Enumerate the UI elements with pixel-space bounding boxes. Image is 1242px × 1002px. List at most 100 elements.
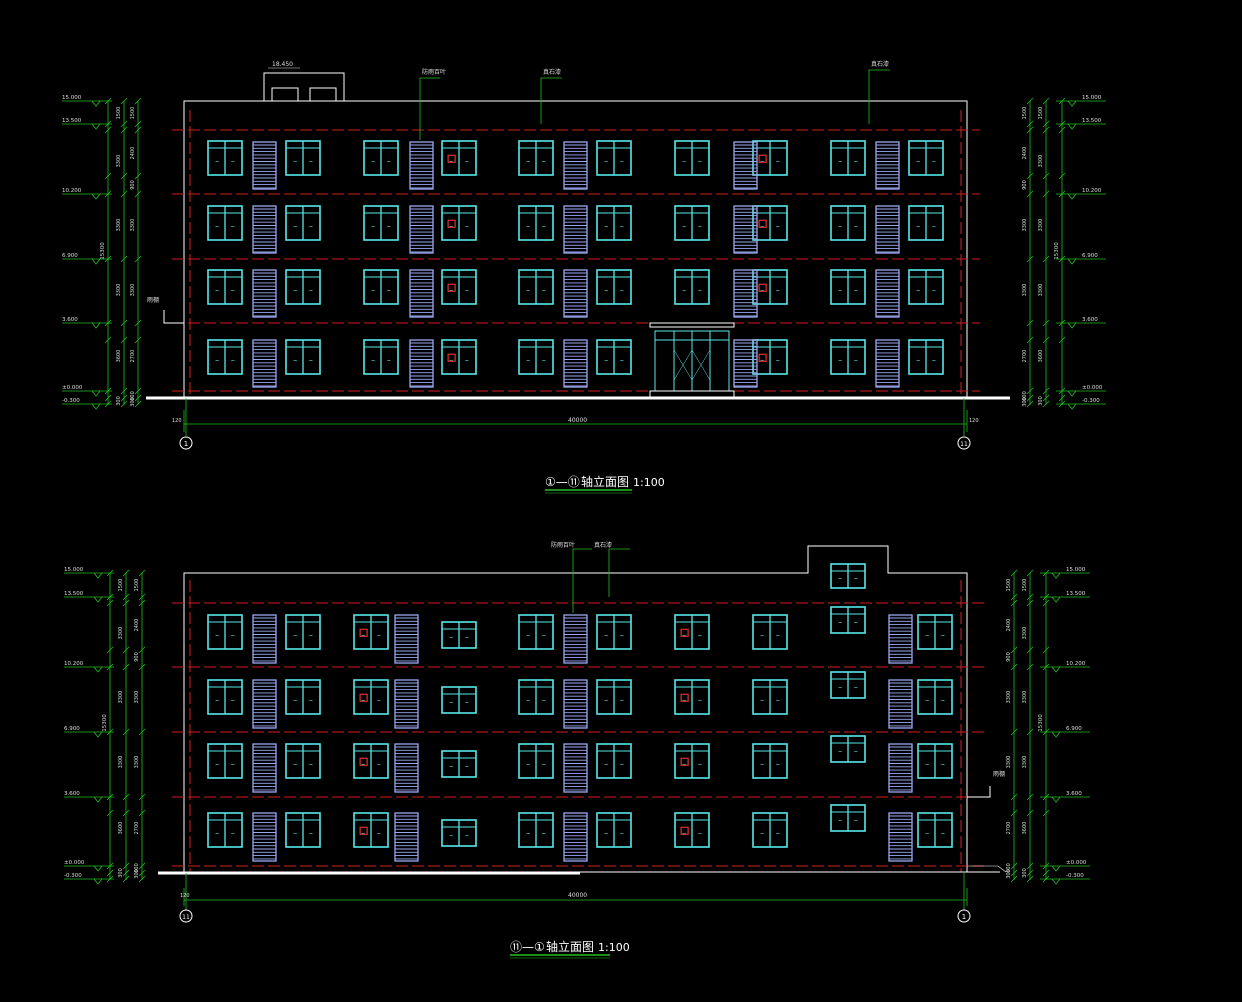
window [363,269,399,305]
dimension-text: 2700 [1006,822,1012,835]
level-marker: ±0.000 [62,385,112,397]
callout-label: 真石漆 [543,68,561,76]
louver [888,679,913,729]
level-label: 10.200 [62,188,82,194]
level-marker: 3.600 [62,317,112,329]
level-label: 6.900 [62,253,78,259]
window [830,804,866,832]
level-marker: ±0.000 [64,860,114,872]
level-marker: 13.500 [1040,591,1090,603]
dimension-lines [107,101,1063,436]
dimension-text: 1500 [1038,107,1044,120]
level-marker: 6.900 [1056,253,1106,265]
dimension-text: 3300 [130,219,136,232]
window [441,686,477,714]
red-marker [447,219,456,228]
window [674,269,710,305]
louver [888,743,913,793]
window [363,205,399,241]
red-marker [447,283,456,292]
level-marker: 15.000 [1040,567,1090,579]
axis-bubble [957,909,971,923]
penthouse-window [309,87,337,102]
edge-dimension: 120 [969,418,979,424]
tick [138,569,146,577]
tick [134,387,142,395]
tick [134,394,142,402]
canopy-label: 雨棚 [147,296,159,304]
dimension-text: 3300 [1038,219,1044,232]
tick [1010,599,1018,607]
window [207,614,243,650]
dimension-text: 600 [1022,391,1028,401]
dimension-text: 3300 [1038,284,1044,297]
tick [1010,728,1018,736]
tick [1026,172,1034,180]
tick [122,593,130,601]
tick [134,97,142,105]
tick [1058,172,1066,180]
tick [1026,394,1034,402]
level-marker: 6.900 [1040,726,1090,738]
level-marker: 15.000 [64,567,114,579]
tick [120,319,128,327]
louver [252,812,277,862]
red-marker [758,283,767,292]
tick [120,400,128,408]
red-marker [447,154,456,163]
dimension-text: 3300 [1022,219,1028,232]
dimension-text: 3300 [134,691,140,704]
level-marker: -0.300 [64,873,114,885]
window [285,743,321,779]
dimension-text: 15300 [1038,714,1044,732]
dimension-text: 900 [1022,180,1028,190]
red-marker [680,628,689,637]
level-marker: -0.300 [1056,398,1106,410]
elevation-top: 18.450 [62,60,1106,494]
tick [1026,400,1034,408]
tick [138,599,146,607]
dimension-text: 900 [130,180,136,190]
level-marker: 15.000 [1056,95,1106,107]
louver [252,269,277,318]
dimension-text: 2400 [134,619,140,632]
tick [1026,126,1034,134]
building-outline [183,545,968,872]
louver [252,141,277,190]
window [596,812,632,848]
red-marker [758,353,767,362]
tick [138,862,146,870]
dimension-text: 3300 [116,219,122,232]
dimension-text: 15300 [1054,242,1060,260]
window [207,743,243,779]
level-marker: 13.500 [64,591,114,603]
tick [1026,387,1034,395]
window [908,269,944,305]
dimension-text: 3600 [118,822,124,835]
tick [1026,190,1034,198]
dimension-text: 300 [134,869,140,879]
tick [120,126,128,134]
level-marker: ±0.000 [1040,860,1090,872]
window [285,679,321,715]
louver [875,269,900,318]
tick [1010,793,1018,801]
callout-leaders [419,69,890,140]
tick [106,809,114,817]
dimension-text: 3300 [1022,284,1028,297]
window [596,339,632,375]
tick [104,172,112,180]
dimension-text: 3300 [118,691,124,704]
louver [563,812,588,862]
tick [120,190,128,198]
louver [252,205,277,254]
window [518,205,554,241]
louver [563,269,588,318]
level-marker: ±0.000 [1056,385,1106,397]
window [752,205,788,241]
window [441,269,477,305]
dimension-text: 2400 [1022,147,1028,160]
window [363,339,399,375]
